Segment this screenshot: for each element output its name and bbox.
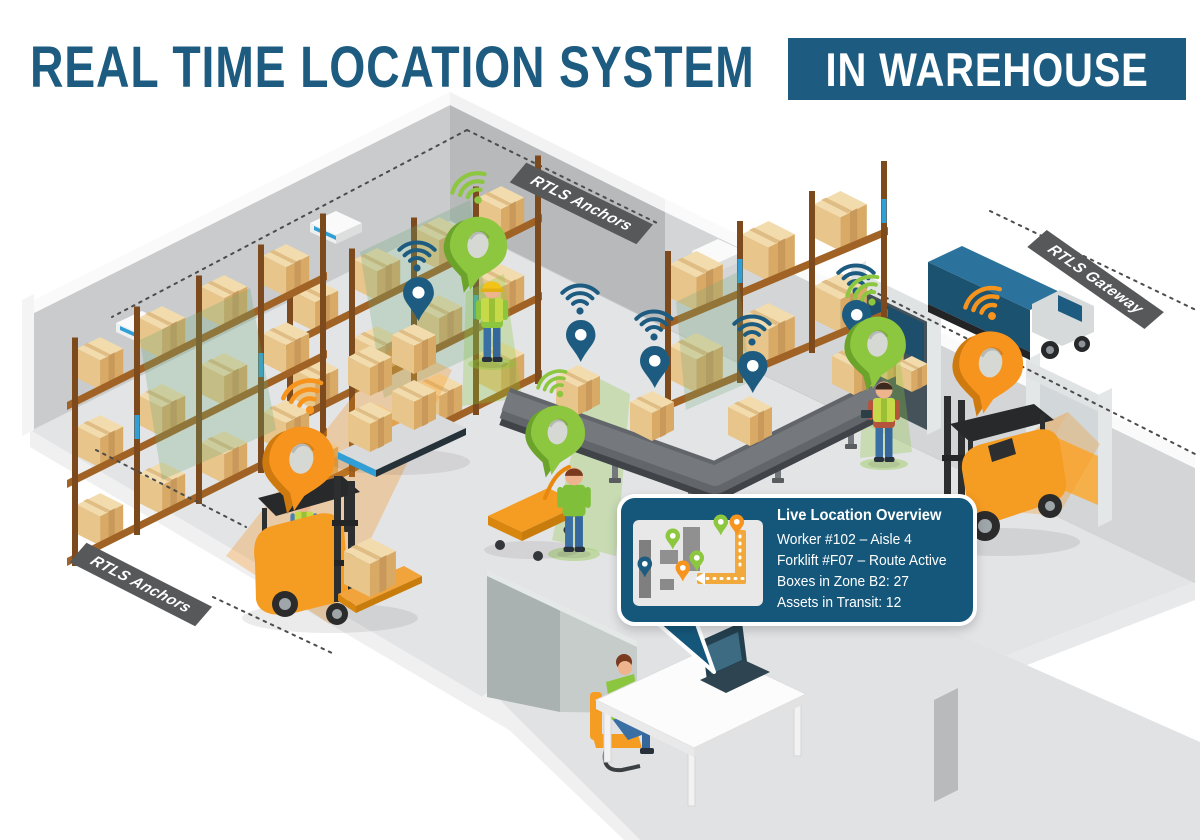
vehicles-and-workers bbox=[242, 167, 1200, 840]
worker bbox=[557, 467, 591, 559]
callout-line-boxes: Boxes in Zone B2: 27 bbox=[777, 573, 909, 590]
forklift-left bbox=[242, 375, 422, 633]
title-badge: IN WAREHOUSE bbox=[788, 38, 1186, 100]
live-location-overview-callout: Live Location Overview Worker #102 – Ais… bbox=[617, 494, 977, 626]
pallet-stack bbox=[330, 240, 470, 477]
title-badge-label: IN WAREHOUSE bbox=[825, 42, 1149, 96]
anchor-network-dotted-lines bbox=[111, 129, 1199, 456]
mini-map bbox=[633, 514, 763, 606]
callout-title: Live Location Overview bbox=[777, 507, 942, 524]
floor-dotted-lines bbox=[95, 449, 333, 654]
worker bbox=[476, 281, 508, 368]
route-arrow-icon bbox=[695, 572, 705, 585]
worker bbox=[861, 381, 900, 468]
callout-line-assets: Assets in Transit: 12 bbox=[777, 594, 902, 611]
storage-rack bbox=[660, 161, 888, 413]
page-title: REAL TIME LOCATION SYSTEM bbox=[30, 35, 755, 100]
storage-rack bbox=[67, 213, 327, 566]
callout-line-worker: Worker #102 – Aisle 4 bbox=[777, 531, 912, 548]
callout-line-forklift: Forklift #F07 – Route Active bbox=[777, 552, 947, 569]
